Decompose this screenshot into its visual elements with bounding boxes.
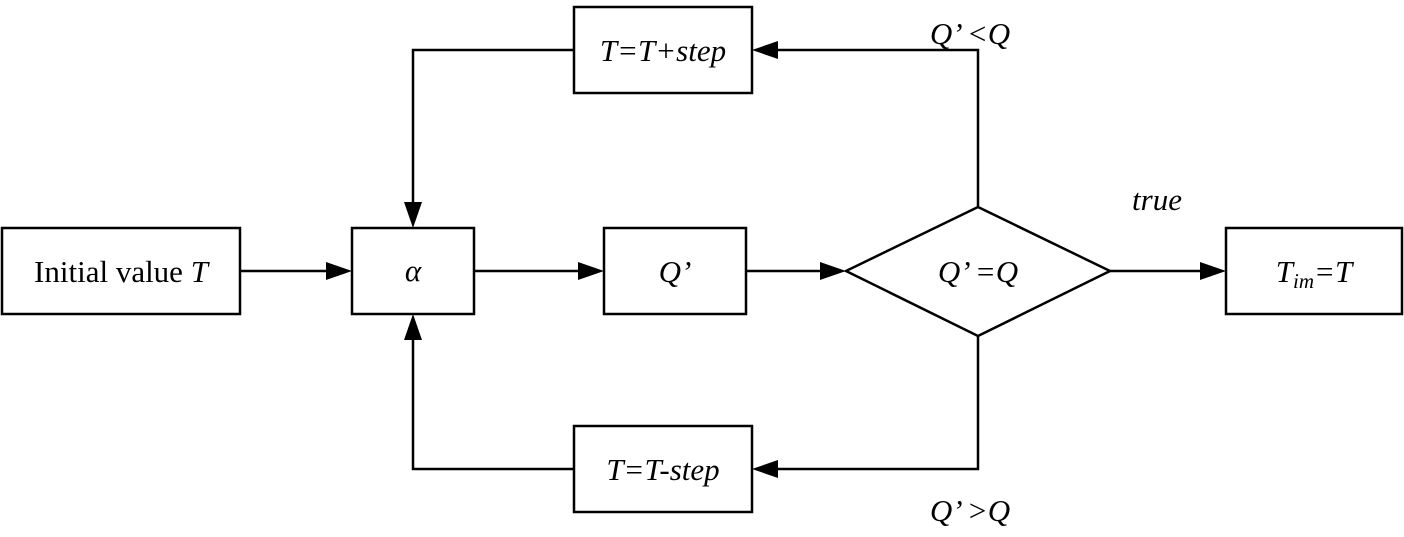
node-result-rest: =T — [1314, 254, 1355, 289]
node-decrease-step-box — [572, 424, 754, 514]
node-decision-label: Q’ =Q — [938, 254, 1018, 289]
arrowhead-decision-to-decrease — [752, 460, 778, 478]
arrowhead-decision-to-increase — [752, 41, 778, 59]
edge-label-less-than: Q’ <Q — [930, 16, 1010, 51]
node-q-prime: Q’ — [602, 226, 748, 316]
node-initial-value-var: T — [191, 254, 211, 289]
node-result-main: T — [1276, 254, 1296, 289]
edge-increase-to-alpha — [411, 48, 574, 204]
arrowhead-alpha-to-qprime — [578, 262, 604, 280]
node-q-prime-box — [602, 226, 748, 316]
edge-label-greater-than: Q’ >Q — [930, 493, 1010, 528]
edge-decision-to-increase — [776, 48, 980, 207]
arrowhead-initial-to-alpha — [326, 262, 352, 280]
arrowhead-qprime-to-decision — [820, 262, 846, 280]
node-decrease-step-label: T=T-step — [606, 452, 719, 487]
node-initial-value-box — [0, 226, 242, 316]
node-decrease-step: T=T-step — [572, 424, 754, 514]
node-decision: Q’ =Q — [843, 205, 1113, 338]
node-initial-value: Initial value T — [0, 226, 242, 316]
node-result-label: Tim=T — [1276, 254, 1355, 293]
arrowhead-decision-to-result — [1200, 262, 1226, 280]
node-q-prime-label: Q’ — [659, 254, 692, 289]
node-increase-step-label: T=T+step — [600, 33, 726, 68]
node-result-subscript: im — [1293, 269, 1314, 293]
node-result-box — [1224, 226, 1404, 316]
node-decision-diamond — [843, 205, 1113, 338]
edge-decrease-to-alpha — [411, 338, 574, 471]
node-alpha: α — [350, 226, 476, 316]
edge-label-true: true — [1132, 182, 1182, 217]
node-result: Tim=T — [1224, 226, 1404, 316]
arrowhead-decrease-to-alpha — [404, 314, 422, 340]
node-alpha-box — [350, 226, 476, 316]
edge-decision-to-decrease — [776, 336, 980, 471]
node-increase-step: T=T+step — [572, 5, 754, 95]
edges — [240, 41, 1226, 478]
node-alpha-label: α — [405, 253, 422, 288]
node-increase-step-box — [572, 5, 754, 95]
arrowhead-increase-to-alpha — [404, 202, 422, 228]
node-initial-value-label: Initial value T — [34, 254, 211, 289]
node-initial-value-text: Initial value — [34, 254, 191, 289]
